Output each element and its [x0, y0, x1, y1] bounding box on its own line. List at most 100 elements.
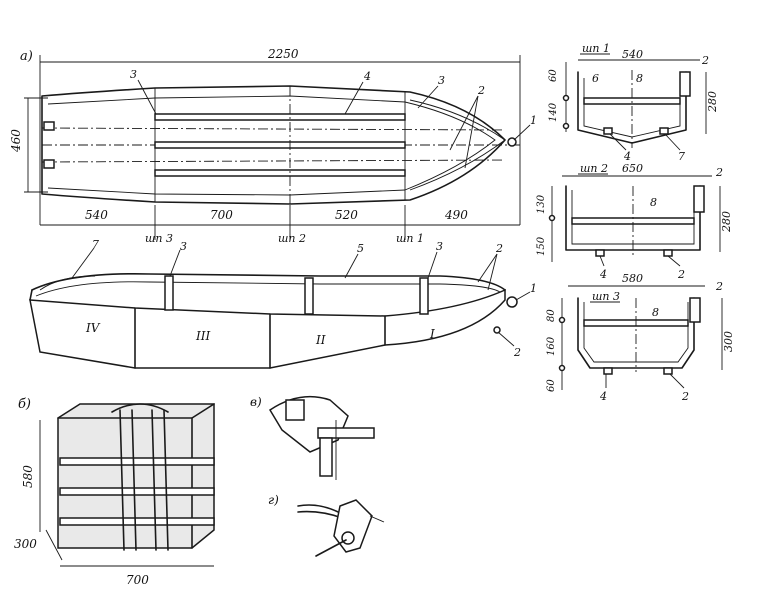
leader-2a: [449, 95, 479, 151]
plan-callout-4: 4: [363, 70, 371, 83]
sec1-label-7: 7: [678, 150, 685, 163]
side-callout-1: 1: [530, 282, 537, 295]
bow-stringer-bottom: [409, 139, 506, 191]
sec2-leader-2: [667, 255, 681, 267]
sec3-dim-height: 300: [722, 331, 735, 352]
sec3-stringer-1: [603, 367, 613, 375]
sec2-label-2a: 2: [715, 166, 723, 179]
sec2-stringer-2: [663, 249, 673, 257]
detail-g: [297, 499, 385, 557]
plan-callout-3a: 3: [130, 68, 137, 81]
side-view: [29, 247, 531, 369]
plan-callout-3b: 3: [438, 74, 445, 87]
sec2-label-2b: 2: [677, 268, 685, 281]
sec3-rail: [689, 297, 701, 323]
section-frame-1: [562, 59, 707, 151]
package-strap-2: [131, 409, 137, 551]
package-dim-depth: [45, 529, 63, 561]
side-callout-2b: 2: [513, 346, 521, 359]
detail-v-hinge: [285, 399, 305, 421]
side-section-I: I: [429, 327, 435, 341]
sec2-label-8: 8: [650, 196, 657, 209]
transom-edge: [29, 289, 33, 301]
sec1-stringer-1: [603, 127, 613, 135]
transom-clip-1: [43, 121, 55, 131]
frame-post-2: [304, 277, 314, 315]
sec1-dim-dot2: [562, 122, 570, 130]
sec2-rail: [693, 185, 705, 213]
side-inner-rail: [35, 281, 501, 297]
detail-g-arm: [315, 539, 347, 557]
side-leader-7: [71, 247, 95, 279]
stern-rail: [39, 275, 96, 291]
keel-fitting: [493, 326, 501, 334]
sec1-dim-height: 280: [706, 91, 719, 113]
plan-frame-1-label: шп 1: [396, 232, 424, 245]
plan-dim-seg4: 490: [444, 208, 468, 222]
frame-post-1: [419, 277, 429, 315]
side-hull-body: [29, 288, 506, 369]
floor-board-3: [154, 169, 406, 177]
side-callout-3b: 3: [436, 240, 443, 253]
package-dim-height-label: 580: [21, 465, 35, 488]
detail-g-tip: [369, 515, 385, 523]
sec3-dim-dot: [558, 316, 566, 324]
stringer-line-2: [41, 159, 506, 163]
floor-board-1: [154, 113, 406, 121]
sec3-stringer-2: [663, 367, 673, 375]
section-frame-3: [558, 285, 723, 390]
side-leader-5: [344, 253, 359, 279]
package-block: [57, 403, 215, 549]
side-callout-2a: 2: [495, 242, 503, 255]
panel-label-b: б): [18, 397, 31, 412]
side-section-III: III: [195, 329, 210, 343]
side-sheer-line: [31, 273, 506, 291]
plan-callout-2: 2: [477, 84, 485, 97]
sec2-title: шп 2: [580, 162, 608, 175]
sec1-dim-140: 140: [548, 102, 559, 122]
folded-package: [39, 403, 215, 567]
sec3-title: шп 3: [592, 290, 620, 303]
sec3-dim-160: 160: [546, 336, 557, 356]
plan-dim-width: 460: [9, 129, 23, 153]
sec3-label-2a: 2: [715, 280, 723, 293]
detail-v: [268, 395, 375, 480]
plan-dim-overall: 2250: [267, 47, 299, 61]
panel-label-v: в): [250, 395, 262, 409]
plan-dim-seg1: 540: [85, 208, 108, 222]
sec3-label-2b: 2: [681, 390, 689, 403]
leader-3a: [137, 79, 157, 115]
side-callout-5: 5: [357, 242, 364, 255]
sec2-leader-4: [599, 255, 605, 267]
sec3-dim-dot2: [558, 364, 566, 372]
sec1-dim-60: 60: [548, 69, 559, 82]
plan-view: [24, 55, 531, 240]
sec1-leader-7: [664, 133, 681, 151]
plan-callout-1: 1: [530, 114, 537, 127]
detail-g-bolt: [341, 531, 355, 545]
plan-frame-2-label: шп 2: [278, 232, 306, 245]
package-dim-depth-label: 300: [14, 537, 37, 551]
leader-3b: [417, 85, 439, 109]
side-section-II: II: [315, 333, 326, 347]
side-leader-1: [515, 291, 531, 301]
sec1-title: шп 1: [582, 42, 610, 55]
sec1-dim-width: 540: [622, 48, 643, 61]
sec2-dim-width: 650: [622, 162, 643, 175]
package-board-2: [59, 487, 215, 496]
side-leader-2b: [497, 331, 515, 347]
detail-g-rope-2: [297, 510, 343, 519]
package-dim-length-label: 700: [126, 573, 149, 587]
side-leader-2a: [477, 253, 498, 283]
bow-fitting: [506, 296, 518, 308]
sec3-label-8: 8: [652, 306, 659, 319]
section-frame-2: [548, 175, 721, 267]
sec1-dim-dot: [562, 94, 570, 102]
sec2-stringer-1: [595, 249, 605, 257]
side-leader-3b: [427, 251, 438, 279]
plan-dim-seg3: 520: [335, 208, 358, 222]
sec3-dim-80: 80: [546, 309, 557, 322]
sec2-dim-130: 130: [536, 194, 547, 214]
sec1-label-2: 2: [701, 54, 709, 67]
